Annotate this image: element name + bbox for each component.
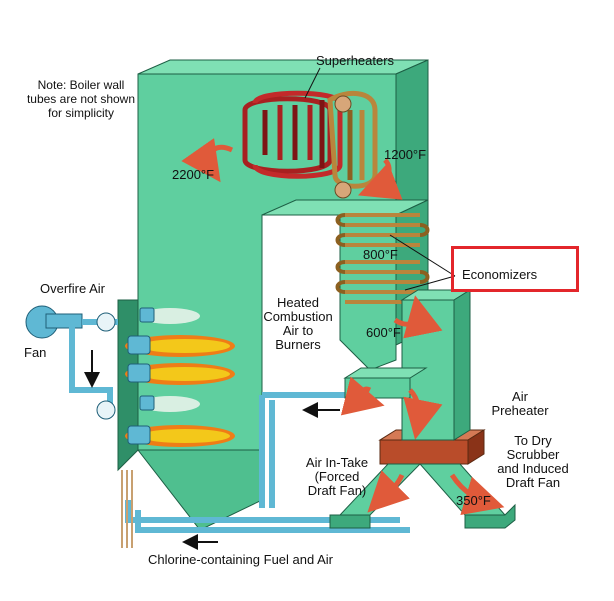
label-air-preheater: Air Preheater — [484, 390, 556, 418]
air-preheater-line-2: Preheater — [491, 403, 549, 418]
label-temp-600: 600°F — [366, 325, 401, 340]
economizer-pointer-2 — [404, 275, 456, 291]
label-fuel: Chlorine-containing Fuel and Air — [148, 552, 333, 567]
heated-air-line-4: Burners — [275, 337, 321, 352]
burner-flames — [125, 308, 235, 447]
economizers-highlight-box — [451, 246, 579, 292]
dry-scrubber-line-4: Draft Fan — [505, 475, 561, 490]
gas-flow-arrows — [181, 138, 505, 515]
heated-air-line-2: Combustion — [263, 309, 333, 324]
dry-scrubber-line-2: Scrubber — [506, 447, 560, 462]
superheater-pointer — [304, 67, 321, 99]
label-dry-scrubber: To Dry Scrubber and Induced Draft Fan — [488, 434, 578, 490]
overfire-damper-bottom — [96, 400, 116, 420]
label-overfire-air: Overfire Air — [40, 281, 106, 296]
dry-scrubber-line-1: To Dry — [514, 433, 552, 448]
economizer-coils — [335, 213, 430, 304]
label-temp-1200: 1200°F — [384, 147, 427, 162]
label-heated-combustion-air: Heated Combustion Air to Burners — [262, 296, 334, 352]
air-preheater-line-1: Air — [512, 389, 528, 404]
heated-air-line-1: Heated — [277, 295, 319, 310]
air-intake-line-3: Draft Fan) — [307, 483, 367, 498]
fuel-pipes — [121, 470, 133, 548]
air-ducts — [69, 319, 410, 533]
heated-air-line-3: Air to — [282, 323, 314, 338]
overfire-damper-top — [96, 312, 116, 332]
label-economizers: Economizers — [462, 267, 538, 282]
label-superheaters: Superheaters — [316, 53, 395, 68]
air-intake-line-2: (Forced — [314, 469, 360, 484]
label-fan: Fan — [24, 345, 47, 360]
burner-ports — [127, 307, 155, 445]
steam-drum-top — [334, 95, 352, 113]
label-temp-2200: 2200°F — [172, 167, 215, 182]
label-temp-350: 350°F — [456, 493, 491, 508]
note-text: Note: Boiler wall tubes are not shown fo… — [26, 78, 136, 120]
label-air-intake: Air In-Take (Forced Draft Fan) — [294, 456, 380, 498]
economizer-pointer-1 — [389, 234, 456, 277]
dry-scrubber-line-3: and Induced — [497, 461, 569, 476]
steam-drum-bottom — [334, 181, 352, 199]
air-intake-line-1: Air In-Take — [305, 455, 369, 470]
label-temp-800: 800°F — [363, 247, 398, 262]
